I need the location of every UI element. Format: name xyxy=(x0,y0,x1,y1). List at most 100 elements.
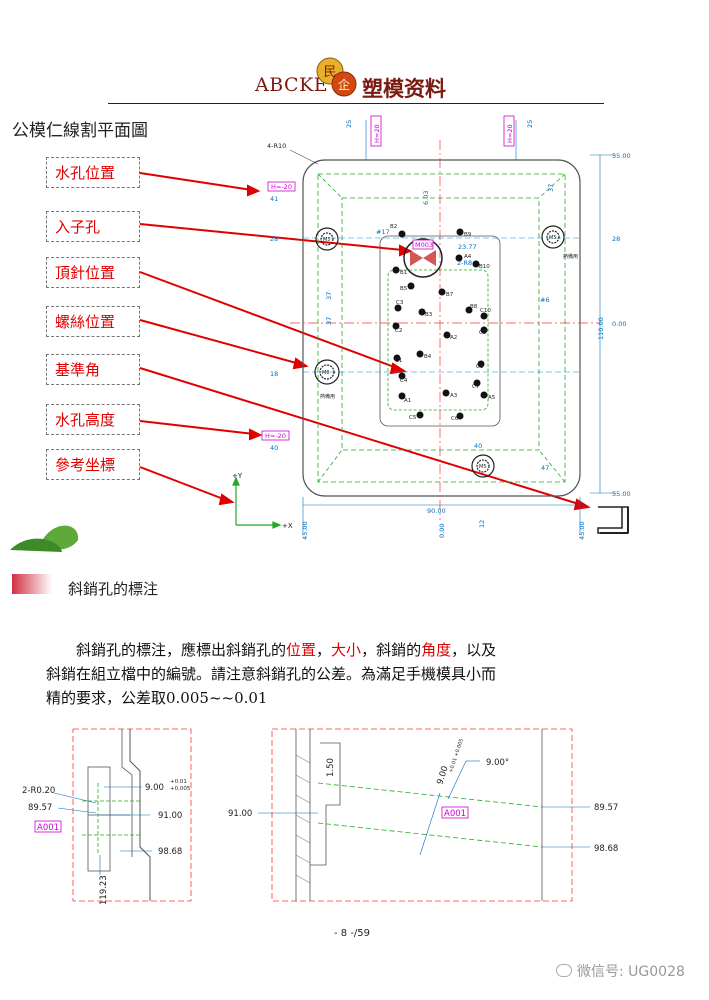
top-dim-3: 25 xyxy=(526,120,534,128)
right-dim-110: 110.00 xyxy=(597,317,605,340)
pin-label-3: A4 xyxy=(464,254,472,260)
pin-label-16: C4 xyxy=(400,378,408,384)
left-dim-28: 28 xyxy=(270,235,278,243)
left-label-a001: A001 xyxy=(37,823,59,833)
detail-left: 2-R0.20 89.57 A001 91.00 98.68 119.23 9.… xyxy=(22,728,192,905)
left-tol-plus: +0.01 xyxy=(170,779,187,785)
pin-label-8: C3 xyxy=(396,300,404,306)
pin-label-0: B2 xyxy=(390,224,397,230)
bottom-dim-left: 45.00 xyxy=(301,521,309,540)
right-dim-28: 28 xyxy=(612,235,620,243)
callout-ejector-position: 頂針位置 xyxy=(46,257,140,288)
paragraph: 斜銷孔的標注，應標出斜銷孔的位置，大小，斜銷的角度，以及 斜銷在組立檔中的編號。… xyxy=(46,638,646,710)
right-label-angle: 9.00° xyxy=(486,758,509,768)
misc-dim-2377: 23.77 xyxy=(458,243,477,251)
paragraph-line-2: 斜銷在組立檔中的編號。請注意斜銷孔的公差。為滿足手機模具小而 xyxy=(46,665,497,683)
left-tol-main: 9.00 xyxy=(145,783,164,793)
right-label-8957: 89.57 xyxy=(594,803,618,813)
pin-label-18: A1 xyxy=(404,398,411,404)
callout-water-hole-position: 水孔位置 xyxy=(46,157,140,188)
screw-label-3: M5 xyxy=(479,464,487,470)
left-dim-37a: 37 xyxy=(325,292,333,300)
paragraph-line-1: 斜銷孔的標注，應標出斜銷孔的位置，大小，斜銷的角度，以及 xyxy=(76,641,497,659)
callout-screw-position: 螺絲位置 xyxy=(46,306,140,337)
misc-dim-603: 6.03 xyxy=(422,191,430,205)
pin-label-2: B1 xyxy=(400,270,407,276)
header-title: 塑模资料 xyxy=(362,76,446,101)
callout-arrows xyxy=(139,172,591,511)
left-label-r020: 2-R0.20 xyxy=(22,786,55,796)
top-dim-2: H=20 xyxy=(506,124,514,143)
pin-label-23: C5 xyxy=(409,415,417,421)
axis-y-label: +Y xyxy=(232,472,243,480)
pin-label-5: B5 xyxy=(400,286,408,292)
section-bar-icon xyxy=(12,574,52,594)
pin-label-19: A3 xyxy=(450,393,458,399)
left-dim-41: 41 xyxy=(270,195,278,203)
axis-x-label: +X xyxy=(282,522,293,530)
pin-label-9: B3 xyxy=(425,312,433,318)
callout-datum-corner: 基準角 xyxy=(46,354,140,385)
reference-axes xyxy=(232,476,282,529)
ejector-pins xyxy=(392,228,488,420)
brand-logo: 民 企 xyxy=(316,57,357,97)
pin-label-17: C8 xyxy=(476,364,484,370)
angle-pin-detail-drawings: 2-R0.20 89.57 A001 91.00 98.68 119.23 9.… xyxy=(22,728,618,905)
left-dim-18: 18 xyxy=(270,370,278,378)
water-note-1: 熱備用 xyxy=(320,393,335,400)
right-label-9100: 91.00 xyxy=(228,809,252,819)
right-dim-top: 55.00 xyxy=(612,152,631,160)
wechat-watermark: 微信号: UG0028 xyxy=(556,961,685,981)
misc-dim-r85: 2-R8.5 xyxy=(457,259,478,267)
callout-water-hole-height: 水孔高度 xyxy=(46,404,140,435)
callout-insert-hole: 入子孔 xyxy=(46,211,140,242)
insert-label: M003 xyxy=(415,241,433,249)
paragraph-line-3: 精的要求，公差取0.005~~0.01 xyxy=(46,689,268,707)
pin-label-4: B10 xyxy=(479,264,490,270)
right-dim-bottom: 55.00 xyxy=(612,490,631,498)
header-rule xyxy=(108,103,604,104)
watermark-text: 微信号: UG0028 xyxy=(577,964,685,980)
misc-dim-6: #6 xyxy=(540,296,550,304)
pin-label-11: A2 xyxy=(450,335,457,341)
right-label-150: 1.50 xyxy=(326,758,336,777)
logo-text-top: 民 xyxy=(323,65,336,80)
right-label-a001: A001 xyxy=(444,809,466,819)
pin-label-1: B9 xyxy=(464,232,472,238)
datum-corner-symbol xyxy=(597,506,629,534)
bottom-dim-zero: 0.00 xyxy=(438,524,446,538)
insert-hole xyxy=(403,238,443,278)
left-label-9100: 91.00 xyxy=(158,811,182,821)
section-heading: 公模仁線割平面圖 xyxy=(12,121,148,141)
misc-dim-17: #17 xyxy=(376,228,390,236)
screw-label-2: M8 xyxy=(322,370,330,376)
header-brand: ABCKE xyxy=(255,74,329,96)
h-tag-top: H=-20 xyxy=(271,183,292,191)
pin-label-13: C9 xyxy=(479,330,487,336)
top-dim-1: H=20 xyxy=(373,124,381,143)
top-dim-0: 25 xyxy=(345,120,353,128)
leaf-decoration xyxy=(10,525,79,552)
pin-label-10: C2 xyxy=(395,328,402,334)
bottom-dim-12: 12 xyxy=(478,520,486,528)
wechat-icon xyxy=(556,964,572,977)
left-label-8957: 89.57 xyxy=(28,803,52,813)
callout-reference-coordinate: 參考坐標 xyxy=(46,449,140,480)
bottom-dim-right: 45.00 xyxy=(578,521,586,540)
page-number: - 8 -/59 xyxy=(334,928,371,939)
pin-label-15: B4 xyxy=(424,354,432,360)
plate-outline xyxy=(302,159,581,497)
sub-heading: 斜銷孔的標注 xyxy=(68,580,159,598)
pin-label-12: C10 xyxy=(480,308,491,314)
left-tol-minus: +0.005 xyxy=(170,786,191,792)
left-dim-37b: 37 xyxy=(325,317,333,325)
left-label-11923: 119.23 xyxy=(99,875,109,905)
outer-dashed-frame xyxy=(317,173,566,483)
core-plan-drawing: 25 H=20 H=20 25 4-R10 55.00 28 110.00 0.… xyxy=(10,115,631,552)
h-tag-bottom: H=-20 xyxy=(265,432,286,440)
corner-radius-label: 4-R10 xyxy=(267,142,286,150)
pin-label-22: C6 xyxy=(451,416,459,422)
right-label-9868: 98.68 xyxy=(594,844,618,854)
pin-label-20: C7 xyxy=(472,384,480,390)
misc-dim-37: 37 xyxy=(547,184,555,192)
